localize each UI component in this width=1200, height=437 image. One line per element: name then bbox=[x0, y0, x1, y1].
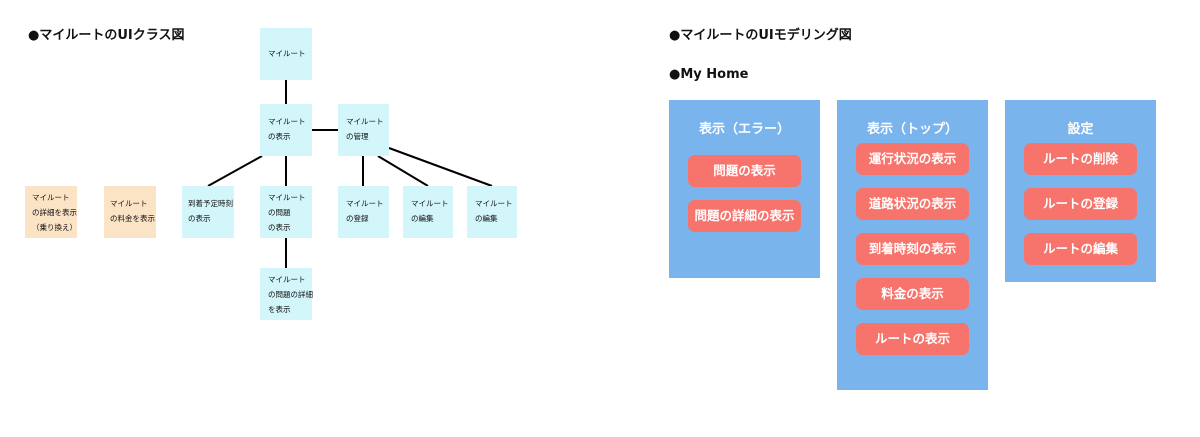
item-show-arrival-time[interactable]: 到着時刻の表示 bbox=[856, 233, 969, 265]
item-show-route[interactable]: ルートの表示 bbox=[856, 323, 969, 355]
node-my-route-display: マイルートの表示 bbox=[260, 104, 312, 156]
item-show-road-status[interactable]: 道路状況の表示 bbox=[856, 188, 969, 220]
node-my-route: マイルート bbox=[260, 28, 312, 80]
item-show-fare[interactable]: 料金の表示 bbox=[856, 278, 969, 310]
item-edit-route[interactable]: ルートの編集 bbox=[1024, 233, 1137, 265]
node-problem-detail: マイルートの問題の詳細を表示 bbox=[260, 268, 313, 320]
panel-title: 表示（エラー） bbox=[698, 122, 790, 137]
item-show-problem[interactable]: 問題の表示 bbox=[688, 155, 801, 187]
link-manage-edit2 bbox=[388, 147, 493, 187]
item-show-service-status[interactable]: 運行状況の表示 bbox=[856, 143, 969, 175]
node-detail-transfer: マイルートの詳細を表示（乗り換え） bbox=[25, 186, 77, 238]
node-problem: マイルートの問題の表示 bbox=[260, 186, 312, 238]
panel-settings: 設定 ルートの削除 ルートの登録 ルートの編集 bbox=[1005, 100, 1156, 282]
node-fare: マイルートの料金を表示 bbox=[104, 186, 156, 238]
link-manage-edit1 bbox=[377, 155, 429, 187]
node-eta: 到着予定時刻の表示 bbox=[182, 186, 234, 238]
node-edit-2: マイルートの編集 bbox=[467, 186, 517, 238]
my-home-heading: ●My Home bbox=[669, 67, 749, 82]
panel-display-top: 表示（トップ） 運行状況の表示 道路状況の表示 到着時刻の表示 料金の表示 ルー… bbox=[837, 100, 988, 390]
node-my-route-manage: マイルートの管理 bbox=[338, 104, 389, 156]
item-register-route[interactable]: ルートの登録 bbox=[1024, 188, 1137, 220]
class-diagram-heading: ●マイルートのUIクラス図 bbox=[28, 28, 185, 43]
panel-title: 設定 bbox=[1067, 122, 1094, 137]
item-show-problem-detail[interactable]: 問題の詳細の表示 bbox=[688, 200, 801, 232]
modeling-diagram-heading: ●マイルートのUIモデリング図 bbox=[669, 28, 852, 43]
item-delete-route[interactable]: ルートの削除 bbox=[1024, 143, 1137, 175]
node-edit-1: マイルートの編集 bbox=[403, 186, 453, 238]
panel-title: 表示（トップ） bbox=[866, 122, 958, 137]
node-register: マイルートの登録 bbox=[338, 186, 389, 238]
panel-display-error: 表示（エラー） 問題の表示 問題の詳細の表示 bbox=[669, 100, 820, 278]
link-display-eta bbox=[207, 155, 263, 187]
